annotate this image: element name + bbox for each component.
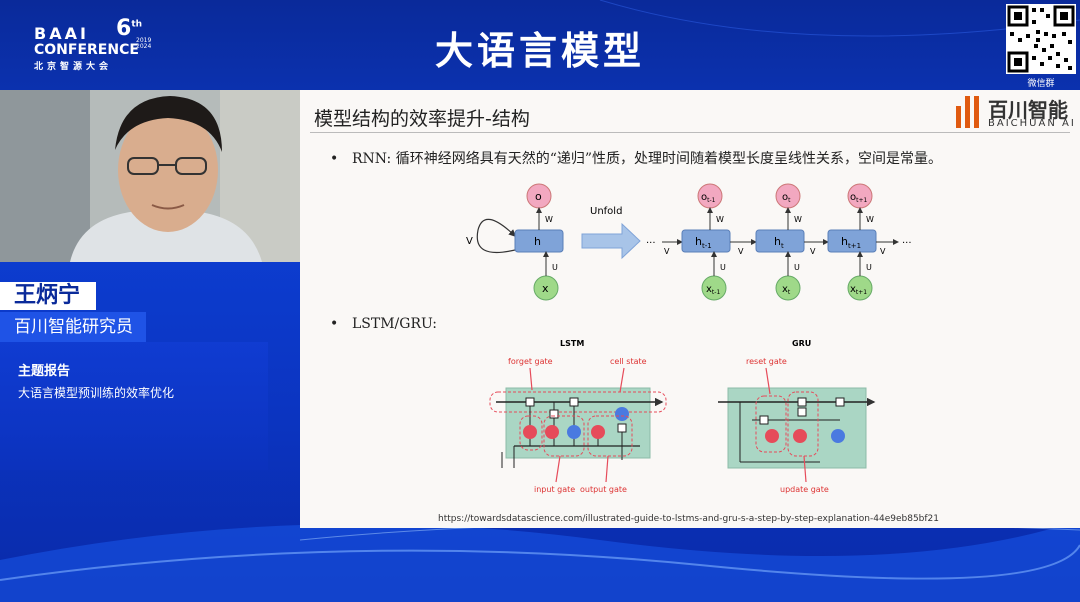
speaker-portrait <box>0 90 300 262</box>
logo-city: 北京智源大会 <box>34 62 113 72</box>
svg-text:U: U <box>720 263 726 272</box>
slide-title: 模型结构的效率提升-结构 <box>314 108 530 130</box>
speaker-name: 王炳宁 <box>0 282 96 310</box>
svg-text:xt+1: xt+1 <box>850 284 867 296</box>
svg-text:ht: ht <box>774 235 784 250</box>
speaker-org: 百川智能研究员 <box>0 312 146 342</box>
svg-text:xt-1: xt-1 <box>706 284 720 296</box>
source-url: https://towardsdatascience.com/illustrat… <box>438 514 940 524</box>
svg-text:W: W <box>716 215 724 224</box>
svg-text:Unfold: Unfold <box>590 206 622 217</box>
qr-code-icon <box>1006 4 1076 74</box>
svg-text:o: o <box>535 190 542 203</box>
svg-text:V: V <box>664 247 670 256</box>
topic-text: 大语言模型预训练的效率优化 <box>18 386 175 400</box>
svg-text:U: U <box>552 263 558 272</box>
speaker-video <box>0 90 300 262</box>
info-panel <box>0 342 268 470</box>
svg-text:···: ··· <box>646 238 656 249</box>
svg-text:update gate: update gate <box>780 485 829 494</box>
bullet-rnn: •RNN: 循环神经网络具有天然的“递归”性质，处理时间随着模型长度呈线性关系，… <box>330 151 943 167</box>
svg-text:V: V <box>738 247 744 256</box>
svg-text:V: V <box>880 247 886 256</box>
svg-text:W: W <box>794 215 802 224</box>
slide-title-divider <box>310 132 1070 133</box>
page-title: 大语言模型 <box>434 29 645 73</box>
svg-text:V: V <box>466 236 473 247</box>
logo-conference: CONFERENCE <box>34 42 139 58</box>
svg-text:GRU: GRU <box>792 339 811 348</box>
svg-text:LSTM: LSTM <box>560 339 584 348</box>
svg-text:cell state: cell state <box>610 357 647 366</box>
svg-text:forget gate: forget gate <box>508 357 553 366</box>
svg-text:U: U <box>866 263 872 272</box>
svg-text:ht+1: ht+1 <box>841 235 861 250</box>
svg-text:W: W <box>545 215 553 224</box>
brand-en: BAICHUAN AI <box>988 118 1076 129</box>
logo-edition: 6th <box>116 16 143 41</box>
svg-text:ot+1: ot+1 <box>850 192 868 204</box>
svg-text:ot: ot <box>782 192 791 204</box>
gru-diagram: GRU reset gate update gate <box>718 339 876 494</box>
slide: 模型结构的效率提升-结构 百川智能 BAICHUAN AI •RNN: 循环神经… <box>300 90 1080 528</box>
logo-baai: BAAI <box>34 24 89 43</box>
svg-text:output gate: output gate <box>580 485 627 494</box>
svg-text:W: W <box>866 215 874 224</box>
lstm-diagram: LSTM forget gate cell state input gate o… <box>489 339 667 494</box>
bullet-lstm-gru: •LSTM/GRU: <box>330 316 438 332</box>
brand-cn: 百川智能 <box>988 98 1068 122</box>
svg-text:reset gate: reset gate <box>746 357 787 366</box>
qr-label: 微信群 <box>1027 79 1055 89</box>
svg-text:···: ··· <box>902 238 912 249</box>
svg-text:V: V <box>810 247 816 256</box>
baichuan-mark-icon <box>956 96 979 128</box>
svg-text:U: U <box>794 263 800 272</box>
svg-text:input gate: input gate <box>534 485 575 494</box>
svg-text:ot-1: ot-1 <box>701 192 716 204</box>
svg-text:xt: xt <box>782 284 791 296</box>
rnn-diagram: V h o W x U Unfold ··· V ht-1 ot-1 W xt-… <box>466 183 912 301</box>
svg-text:h: h <box>534 235 541 248</box>
svg-text:ht-1: ht-1 <box>695 235 712 250</box>
svg-text:x: x <box>542 282 549 295</box>
topic-label: 主题报告 <box>18 364 71 379</box>
baichuan-logo: 百川智能 BAICHUAN AI <box>954 92 1080 130</box>
